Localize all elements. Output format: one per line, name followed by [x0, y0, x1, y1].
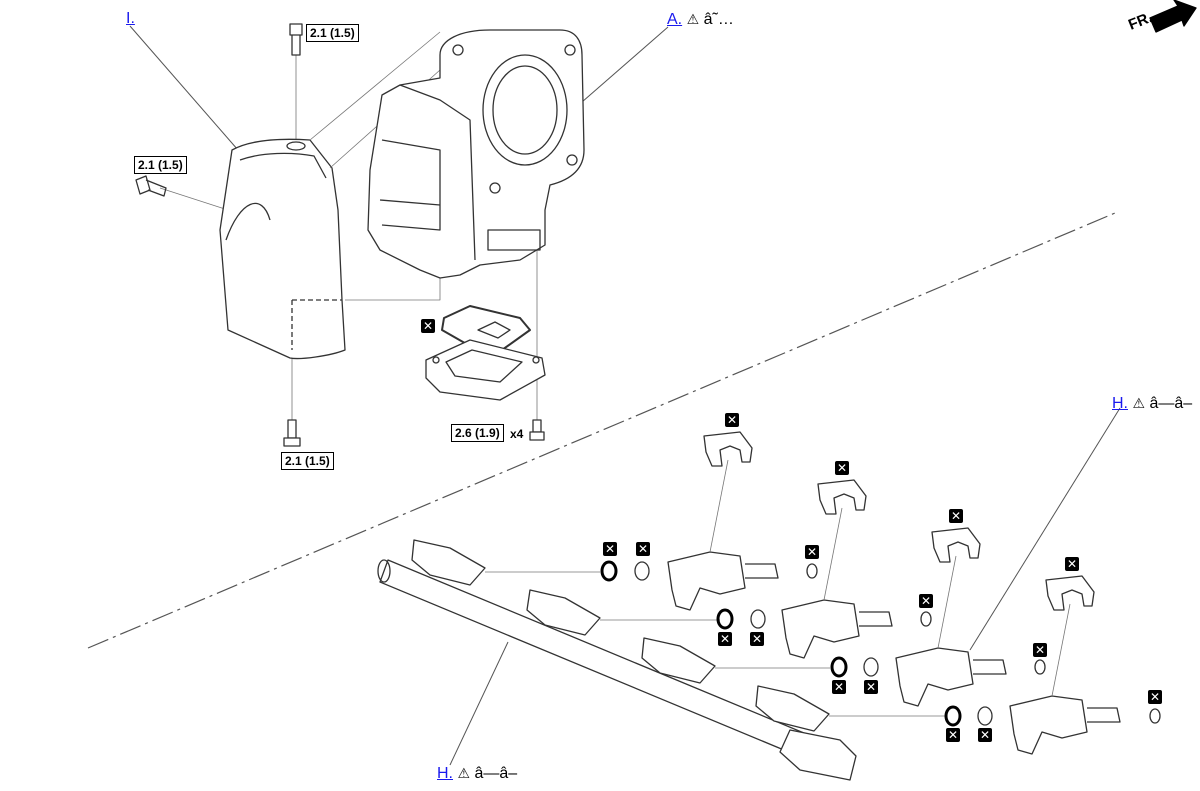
- x-box-icon: ✕: [421, 319, 435, 333]
- torque-quantity: x4: [510, 427, 524, 441]
- callout-fuel-rail-link[interactable]: H.: [437, 765, 453, 782]
- fuel-injector-4: [1009, 603, 1121, 755]
- x-box-icon: ✕: [1033, 643, 1047, 657]
- throttle-body-gasket: [441, 305, 531, 351]
- warning-triangle-icon: ⚠: [457, 765, 471, 781]
- callout-throttle-body-suffix: â˜…: [703, 11, 734, 28]
- fuel-injector-1: [667, 459, 779, 611]
- x-box-icon: ✕: [949, 509, 963, 523]
- o-ring-set-4: [944, 705, 1161, 727]
- x-box-icon: ✕: [718, 632, 732, 646]
- warning-triangle-icon: ⚠: [686, 11, 700, 27]
- callout-cover[interactable]: I.: [126, 10, 135, 28]
- throttle-body-bolt: [529, 419, 545, 441]
- cover-bottom-bolt: [283, 419, 301, 447]
- x-box-icon: ✕: [946, 728, 960, 742]
- x-box-icon: ✕: [603, 542, 617, 556]
- x-box-icon: ✕: [919, 594, 933, 608]
- throttle-body: [367, 29, 585, 279]
- callout-fuel-rail[interactable]: H. ⚠ â—â–: [437, 764, 517, 783]
- fuel-injector-2: [781, 507, 893, 659]
- warning-triangle-icon: ⚠: [1132, 395, 1146, 411]
- section-divider: [87, 212, 1116, 649]
- leader-throttle-body: [581, 26, 669, 103]
- torque-cover-top-bolt: 2.1 (1.5): [306, 24, 359, 42]
- throttle-body-spacer: [425, 339, 546, 401]
- injector-clip-1: [703, 431, 753, 467]
- x-box-icon: ✕: [725, 413, 739, 427]
- throttle-body-cover: [219, 138, 346, 360]
- x-box-icon: ✕: [835, 461, 849, 475]
- leader-cover: [129, 25, 239, 151]
- callout-injector-link[interactable]: H.: [1112, 395, 1128, 412]
- callout-cover-link[interactable]: I.: [126, 10, 135, 27]
- fuel-rail: [377, 539, 857, 781]
- injector-clip-4: [1045, 575, 1095, 611]
- x-box-icon: ✕: [636, 542, 650, 556]
- cover-top-bolt: [289, 23, 303, 56]
- x-box-icon: ✕: [832, 680, 846, 694]
- torque-throttle-body-bolts: 2.6 (1.9): [451, 424, 504, 442]
- callout-throttle-body[interactable]: A. ⚠ â˜…: [667, 10, 734, 29]
- o-ring-set-1: [600, 560, 818, 582]
- torque-cover-bottom-bolt: 2.1 (1.5): [281, 452, 334, 470]
- leader-injector: [969, 407, 1121, 651]
- x-box-icon: ✕: [805, 545, 819, 559]
- fuel-injector-3: [895, 555, 1007, 707]
- x-box-icon: ✕: [1148, 690, 1162, 704]
- front-direction-arrow: [1149, 0, 1197, 33]
- callout-injector-suffix: â—â–: [1149, 395, 1193, 412]
- x-box-icon: ✕: [1065, 557, 1079, 571]
- callout-fuel-rail-suffix: â—â–: [474, 765, 518, 782]
- callout-injector[interactable]: H. ⚠ â—â–: [1112, 394, 1192, 413]
- torque-cover-side-bolt: 2.1 (1.5): [134, 156, 187, 174]
- leader-fuel-rail: [449, 641, 509, 766]
- x-box-icon: ✕: [750, 632, 764, 646]
- o-ring-set-2: [716, 608, 932, 630]
- injector-clip-2: [817, 479, 867, 515]
- o-ring-set-3: [830, 656, 1046, 678]
- injector-clip-3: [931, 527, 981, 563]
- callout-throttle-body-link[interactable]: A.: [667, 11, 683, 28]
- x-box-icon: ✕: [864, 680, 878, 694]
- x-box-icon: ✕: [978, 728, 992, 742]
- cover-side-bolt: [135, 175, 167, 197]
